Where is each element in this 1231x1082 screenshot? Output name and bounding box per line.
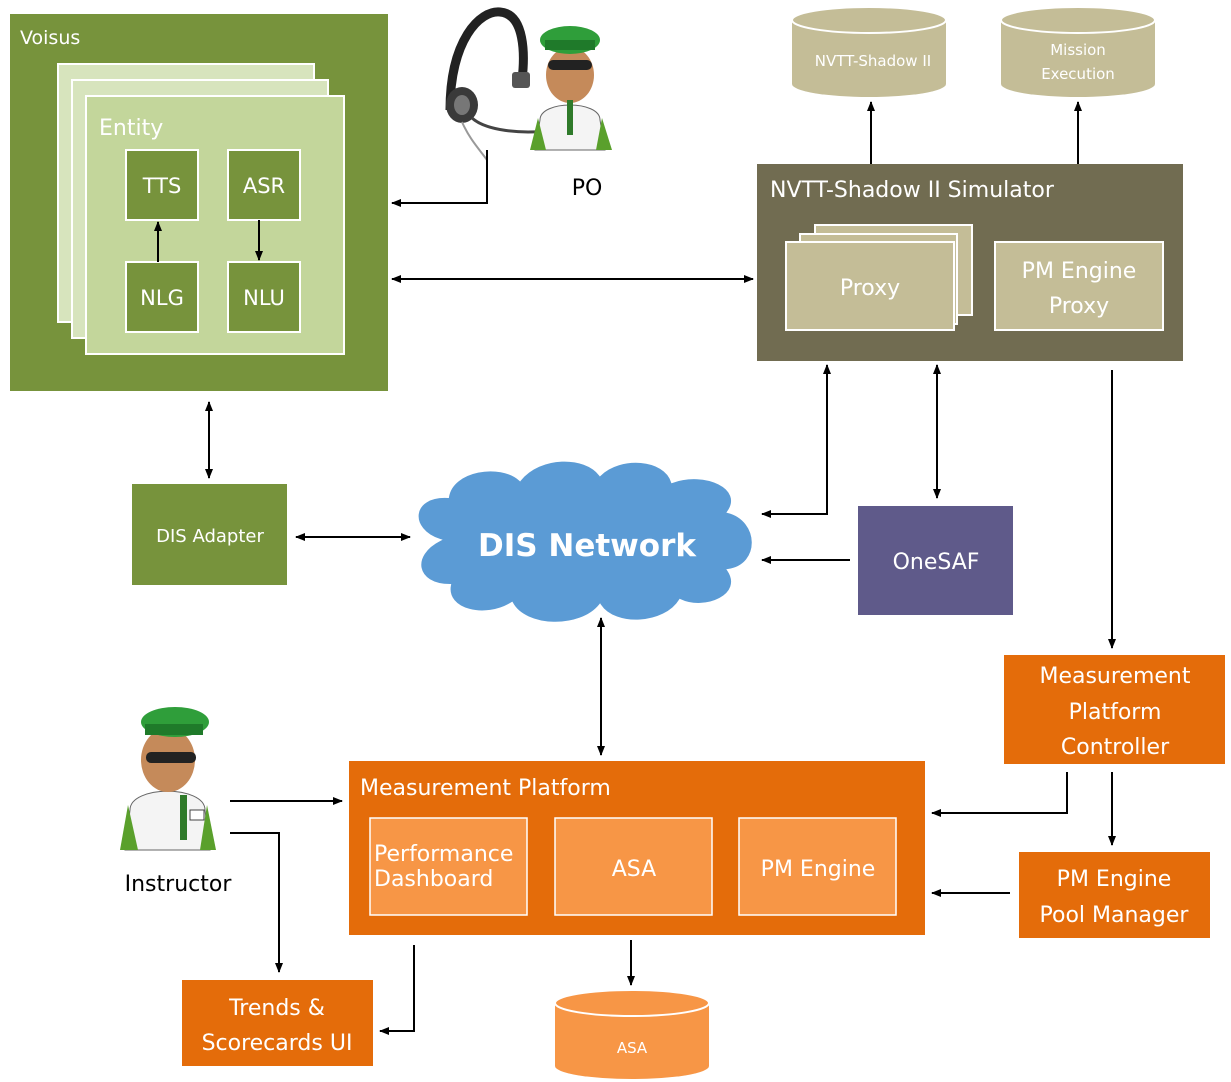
nlu-label: NLU — [243, 286, 285, 310]
voisus-title: Voisus — [20, 27, 80, 49]
measurement-platform-title: Measurement Platform — [360, 776, 611, 801]
nvtt-shadow-db-label: NVTT-Shadow II — [815, 52, 931, 70]
trends-label-2: Scorecards UI — [202, 1031, 353, 1056]
arrow-simulator-network — [761, 364, 831, 518]
mission-db-label-1: Mission — [1050, 41, 1106, 59]
arrow-instructor-to-trends — [230, 832, 283, 973]
dis-network-label: DIS Network — [478, 528, 697, 564]
pm-engine-proxy-label-1: PM Engine — [1022, 259, 1137, 284]
voisus-container: Voisus Entity TTS ASR NLG NLU — [10, 14, 388, 391]
nlg-label: NLG — [140, 286, 184, 310]
tts-box — [125, 149, 199, 221]
mp-pm-engine-box — [738, 817, 897, 916]
pm-engine-proxy-label-2: Proxy — [1049, 294, 1109, 319]
nlu-box — [227, 261, 301, 333]
mp-asa-box — [554, 817, 713, 916]
proxy-label: Proxy — [840, 276, 900, 301]
pool-manager-label-2: Pool Manager — [1040, 903, 1190, 928]
arrow-po-to-voisus — [391, 150, 488, 207]
simulator-title: NVTT-Shadow II Simulator — [770, 178, 1055, 203]
pool-manager-box — [1019, 852, 1210, 938]
instructor-soldier-icon — [120, 707, 216, 851]
mp-controller-label-1: Measurement — [1039, 664, 1190, 689]
po-soldier-icon — [530, 26, 612, 151]
tts-label: TTS — [142, 174, 182, 198]
mp-asa-label: ASA — [612, 857, 656, 882]
headset-icon — [445, 7, 556, 161]
performance-dashboard-box — [369, 817, 528, 916]
pool-manager-label-1: PM Engine — [1057, 867, 1172, 892]
instructor-label: Instructor — [125, 872, 233, 897]
performance-dashboard-label-2: Dashboard — [374, 867, 493, 892]
mp-controller-box — [1004, 655, 1225, 764]
dis-network-cloud: DIS Network — [416, 459, 754, 624]
po-label: PO — [572, 176, 603, 201]
nvtt-shadow-db: NVTT-Shadow II — [791, 6, 947, 97]
mission-db-label-2: Execution — [1041, 65, 1115, 83]
nlg-box — [125, 261, 199, 333]
mission-execution-db: Mission Execution — [1000, 6, 1156, 97]
mp-controller-label-2: Platform — [1069, 700, 1162, 725]
dis-adapter-label: DIS Adapter — [156, 526, 264, 547]
trends-scorecards-box — [182, 980, 373, 1066]
dis-adapter-box — [132, 484, 287, 585]
asa-db-label: ASA — [617, 1039, 648, 1057]
performance-dashboard-label-1: Performance — [374, 842, 513, 867]
arrow-controller-to-platform — [931, 772, 1068, 817]
asa-db: ASA — [554, 989, 710, 1079]
mp-controller-label-3: Controller — [1061, 735, 1170, 760]
asr-label: ASR — [243, 174, 285, 198]
arrow-platform-to-trends — [379, 945, 415, 1035]
onesaf-box — [858, 506, 1013, 615]
entity-title: Entity — [99, 116, 163, 141]
proxy-box — [785, 241, 955, 331]
trends-label-1: Trends & — [228, 996, 325, 1021]
pm-engine-proxy-box — [994, 241, 1164, 331]
measurement-platform-container: Measurement Platform Performance Dashboa… — [349, 761, 925, 935]
asr-box — [227, 149, 301, 221]
onesaf-label: OneSAF — [893, 550, 980, 575]
mp-pm-engine-label: PM Engine — [761, 857, 876, 882]
simulator-container: NVTT-Shadow II Simulator Proxy PM Engine… — [757, 164, 1183, 361]
